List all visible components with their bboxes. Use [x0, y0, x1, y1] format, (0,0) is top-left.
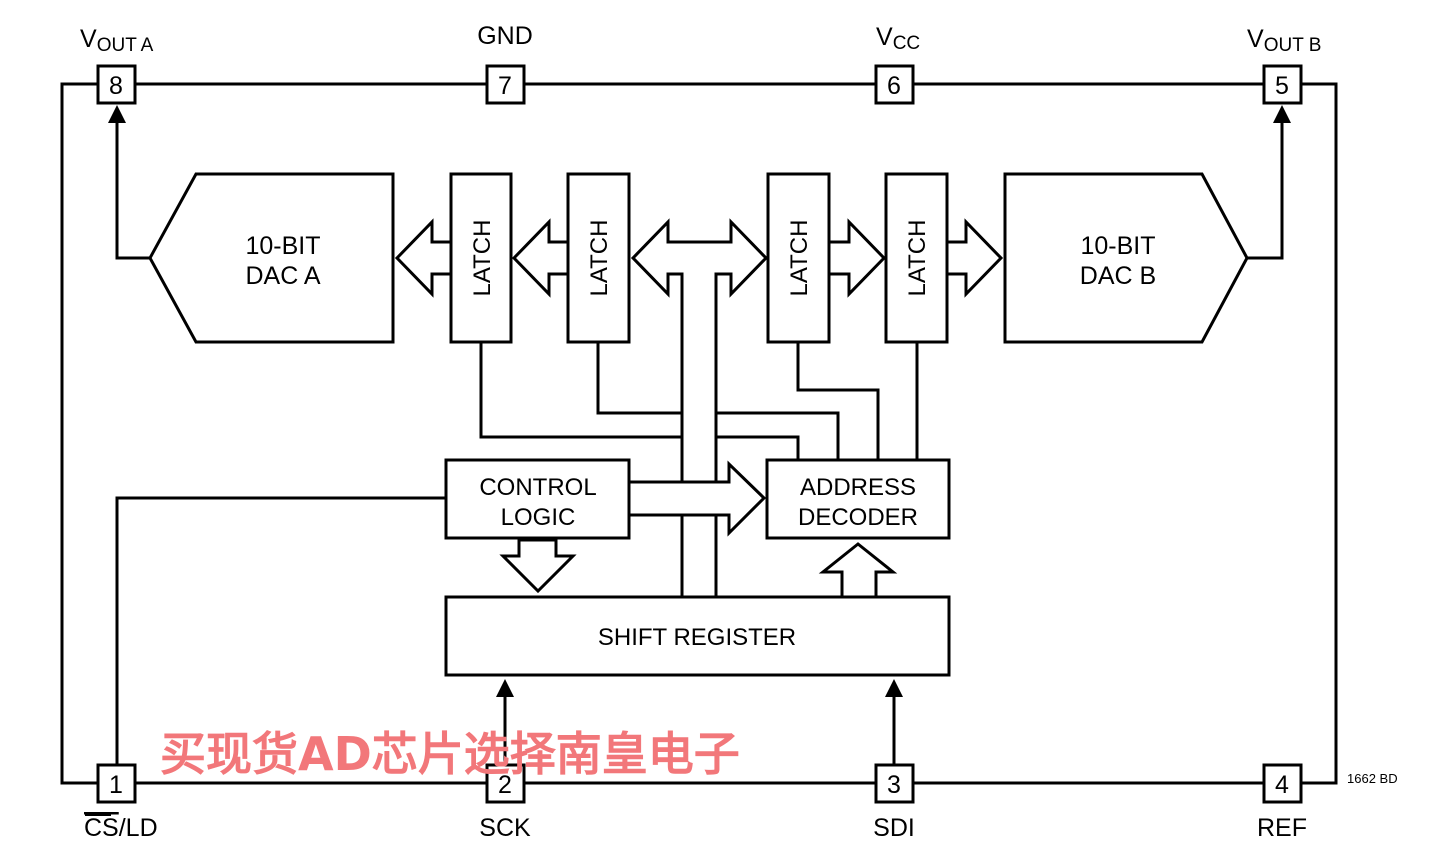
pin-6: 6 VCC [874, 23, 920, 105]
pin-5: 5 VOUT B [1247, 25, 1321, 105]
pin-4-name: REF [1257, 814, 1307, 842]
dac-a-label-line2: DAC A [245, 262, 320, 290]
bus-arrow-latch1-to-dac-a [394, 218, 453, 298]
latch-4-label: LATCH [904, 220, 931, 297]
pin-7: 7 GND [477, 22, 533, 105]
wire-latch3-control [796, 342, 880, 460]
dac-b-label-line2: DAC B [1080, 262, 1156, 290]
latch-3-block [766, 172, 831, 344]
latch-1-block [449, 172, 513, 344]
bus-arrow-latch2-to-latch1 [511, 218, 570, 298]
wire-dac-a-to-vout-a [115, 120, 150, 260]
bus-arrow-control-to-decoder [627, 460, 767, 537]
figure-code: 1662 BD [1347, 771, 1398, 786]
pin-8-name: VOUT A [80, 25, 154, 56]
pin-3-name: SDI [873, 814, 915, 842]
pin-1-number: 1 [109, 771, 123, 799]
chip-outline [60, 82, 1338, 785]
arrowhead-vout-b [1273, 105, 1291, 123]
arrowhead-sdi [885, 679, 903, 697]
pin-3-number: 3 [887, 771, 901, 799]
address-decoder-label-line1: ADDRESS [800, 474, 916, 501]
dac-a-label-line1: 10-BIT [245, 232, 320, 260]
bus-arrow-shift-to-decoder [818, 542, 898, 599]
pin-1: 1 CS/LD [84, 763, 158, 842]
arrowhead-vout-a [108, 105, 126, 123]
wire-cs-to-control-logic [115, 496, 446, 768]
wire-latch1-control [479, 342, 800, 460]
pin-4: 4 REF [1257, 763, 1307, 842]
pin-3: 3 SDI [873, 763, 915, 842]
dac-b-block [1003, 172, 1249, 344]
pin-2-name: SCK [479, 814, 531, 842]
dac-b-label-line1: 10-BIT [1080, 232, 1155, 260]
pin-8-number: 8 [109, 72, 123, 100]
data-bus-t-arrow [630, 218, 769, 599]
arrowhead-sck [496, 679, 514, 697]
bus-arrow-latch4-to-dac-b [945, 218, 1004, 298]
wire-latch2-control [596, 342, 840, 460]
pin-6-number: 6 [887, 72, 901, 100]
pin-7-number: 7 [498, 72, 512, 100]
shift-register-label: SHIFT REGISTER [598, 624, 796, 651]
address-decoder-block [765, 458, 951, 540]
pin-2-number: 2 [498, 771, 512, 799]
bus-arrow-control-to-shift [499, 538, 577, 594]
pin-5-name: VOUT B [1247, 25, 1321, 56]
shift-register-block [444, 595, 951, 677]
latch-2-block [566, 172, 631, 344]
pin-8: 8 VOUT A [80, 25, 154, 105]
pin-7-name: GND [477, 22, 533, 50]
watermark-text: 买现货AD芯片选择南皇电子 [160, 727, 740, 781]
pin-2: 2 SCK [479, 763, 531, 842]
pin-4-number: 4 [1275, 771, 1289, 799]
pin-1-name: CS/LD [84, 814, 158, 842]
latch-1-label: LATCH [469, 220, 496, 297]
wire-dac-b-to-vout-b [1247, 120, 1284, 260]
latch-3-label: LATCH [786, 220, 813, 297]
control-logic-label-line2: LOGIC [501, 504, 576, 531]
dac-a-block [148, 172, 395, 344]
address-decoder-label-line2: DECODER [798, 504, 918, 531]
pin-6-name: VCC [876, 23, 920, 54]
latch-4-block [884, 172, 949, 344]
pin-5-number: 5 [1275, 72, 1289, 100]
control-logic-block [444, 458, 631, 540]
control-logic-label-line1: CONTROL [479, 474, 596, 501]
latch-2-label: LATCH [586, 220, 613, 297]
bus-arrow-latch3-to-latch4 [827, 218, 887, 298]
